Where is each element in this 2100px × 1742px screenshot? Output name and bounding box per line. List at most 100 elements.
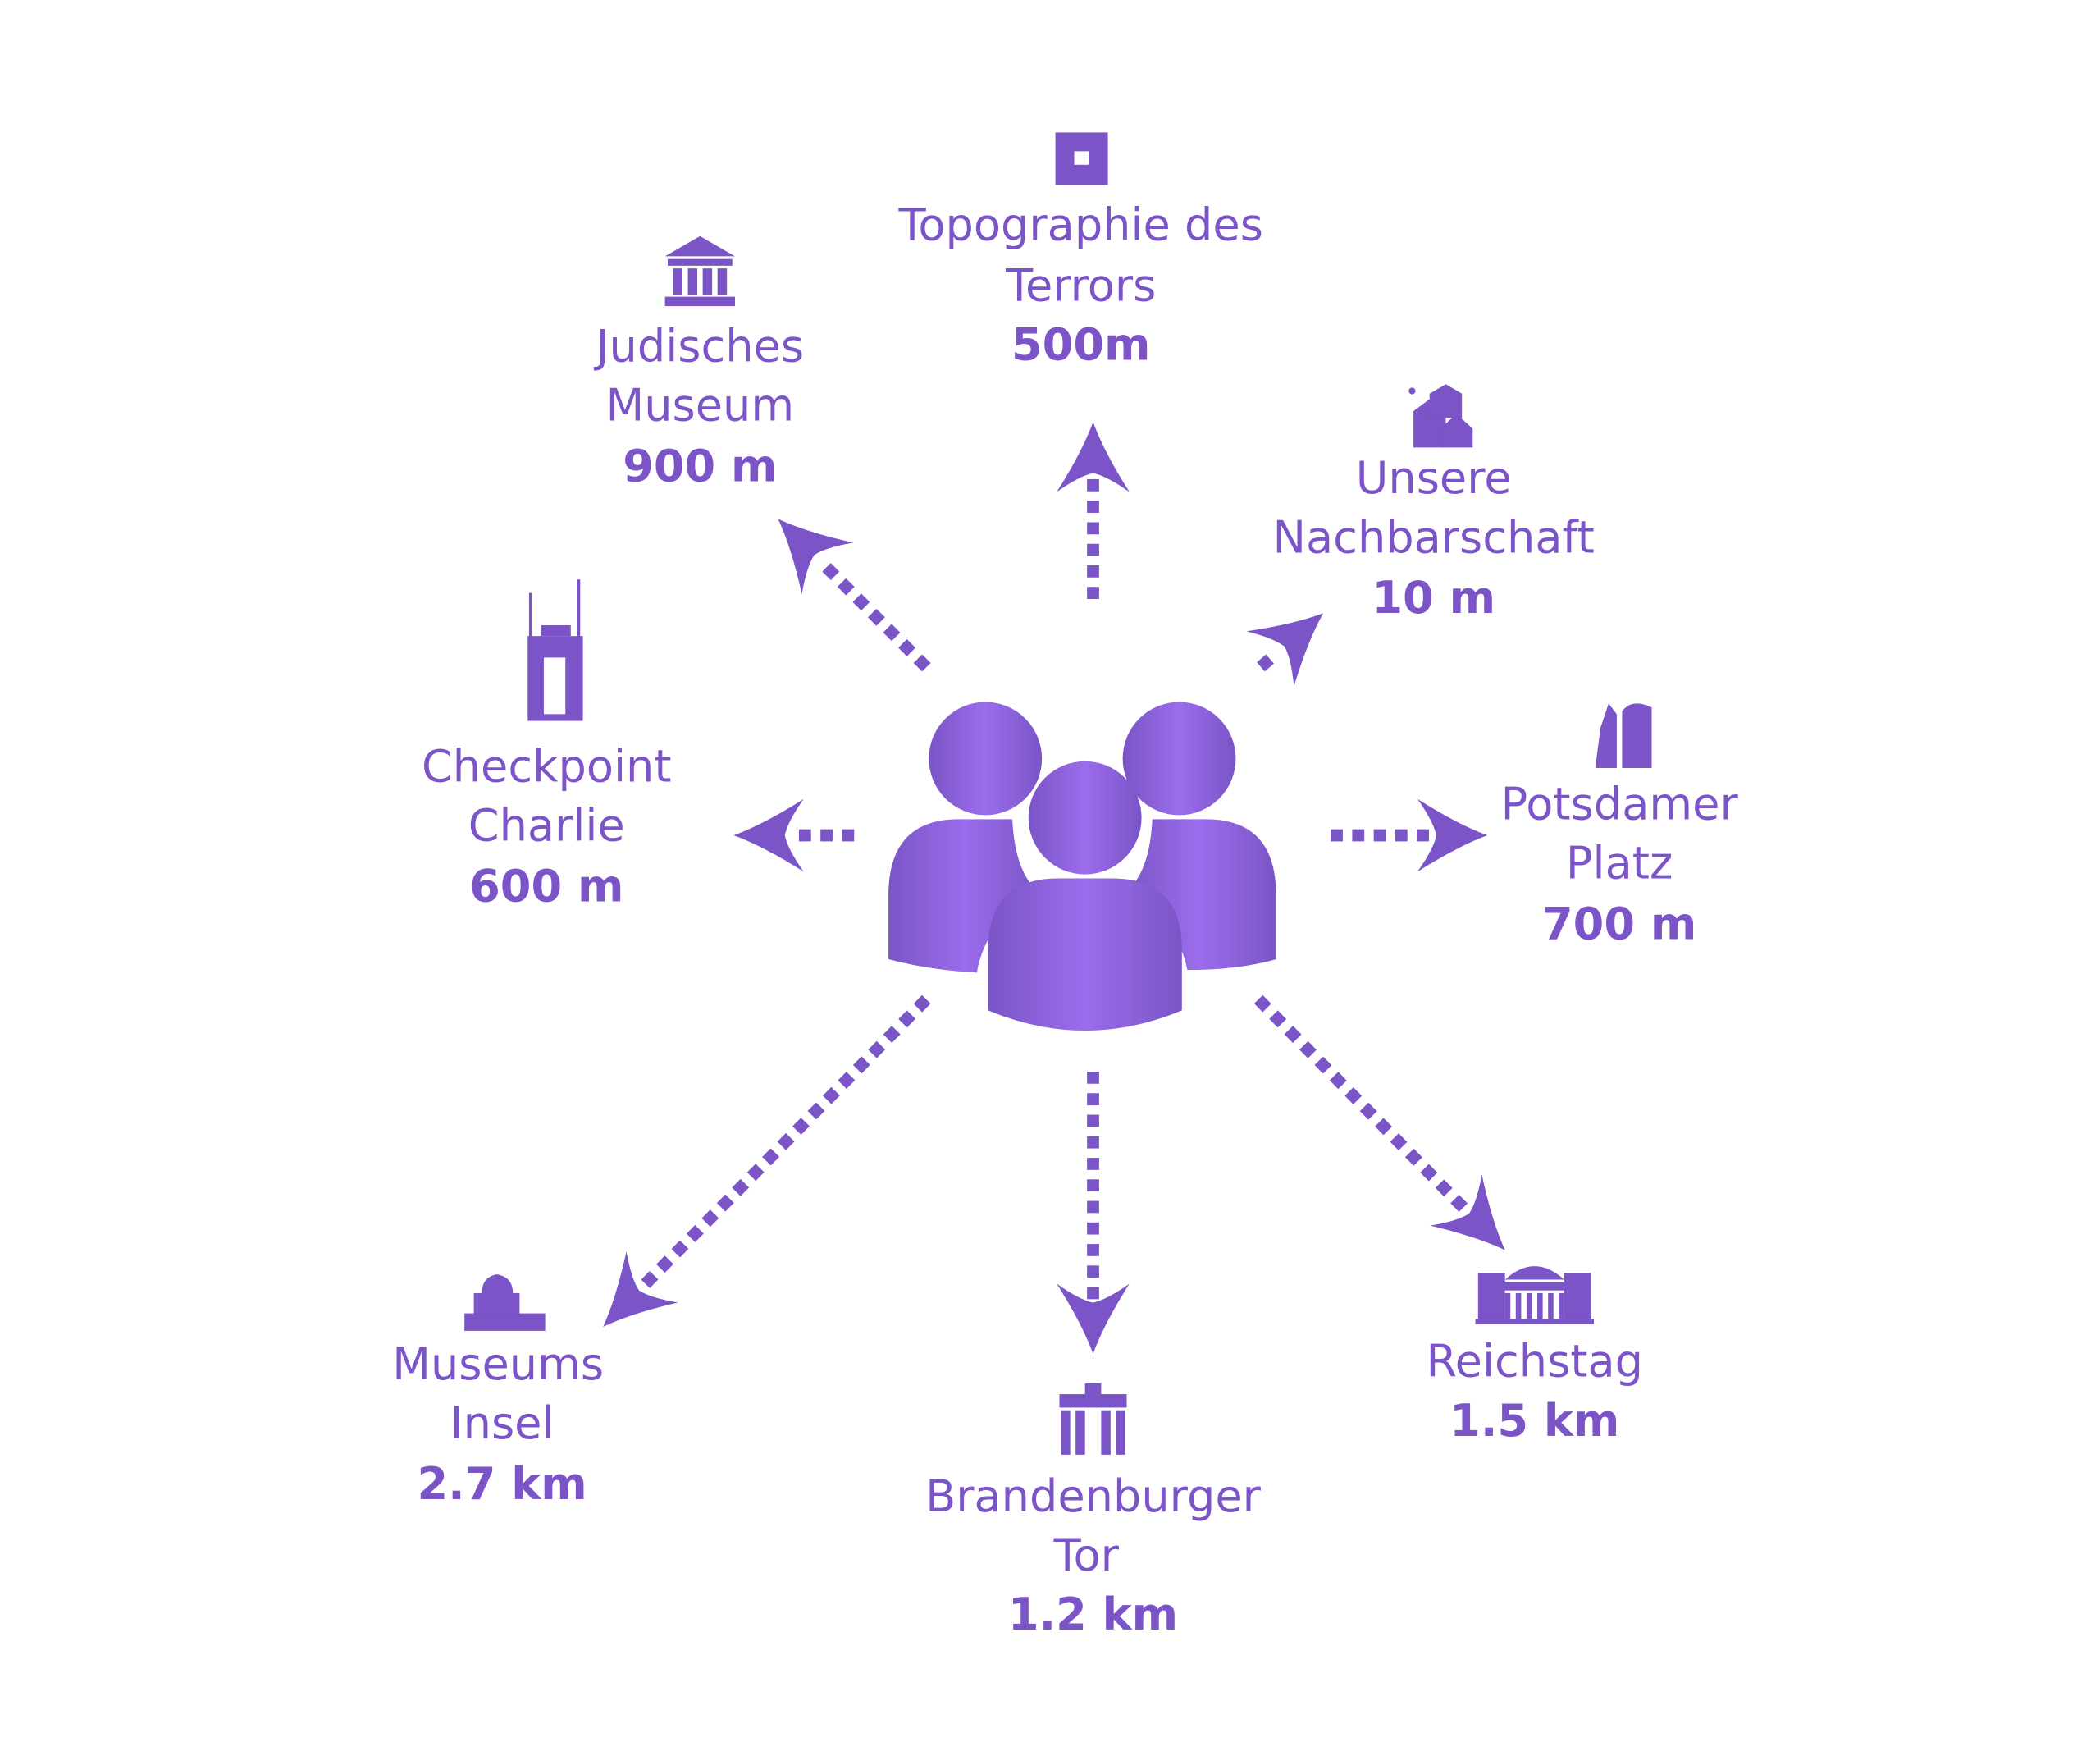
domed-museum-icon — [464, 1273, 546, 1331]
arrow-dot — [1395, 829, 1408, 842]
arrow-dot — [1087, 522, 1099, 535]
arrow-dot — [1087, 543, 1099, 556]
destination-name: Platz — [1566, 838, 1673, 889]
destination-distance: 1.2 km — [1008, 1589, 1178, 1640]
destination-name: Brandenburger — [925, 1470, 1262, 1522]
arrow-dot — [1253, 994, 1271, 1013]
destination-name: Museums — [392, 1338, 604, 1390]
arrow-dot — [1299, 1040, 1317, 1058]
destination-name: Insel — [450, 1397, 555, 1449]
arrow-to-nachbarschaft — [1246, 613, 1324, 687]
arrow-to-checkpoint — [733, 798, 855, 872]
destination-name: Tor — [1053, 1529, 1120, 1581]
arrow-dot — [867, 608, 885, 626]
arrow-dot — [820, 829, 833, 842]
arrowhead-icon — [1057, 422, 1130, 492]
arrow-dot — [1435, 1179, 1453, 1197]
destination-topographie: Topographie des Terrors 500m — [898, 199, 1263, 371]
arrow-to-reichstag — [1253, 994, 1505, 1250]
arrow-dot — [883, 1026, 901, 1043]
arrow-dot — [1087, 1244, 1099, 1256]
destination-brandenburger-tor: Brandenburger Tor 1.2 km — [925, 1470, 1262, 1640]
arrowhead-icon — [733, 798, 804, 872]
destination-name: Nachbarschaft — [1273, 511, 1595, 563]
arrow-dot — [1420, 1164, 1438, 1182]
destination-distance: 2.7 km — [418, 1458, 587, 1510]
arrow-dot — [1375, 1118, 1393, 1136]
arrow-dot — [1257, 654, 1274, 672]
arrow-dot — [822, 563, 840, 581]
arrow-dot — [1087, 501, 1099, 513]
arrow-dot — [913, 994, 931, 1013]
arrow-dot — [1314, 1056, 1332, 1074]
skyscrapers-icon — [1595, 703, 1652, 768]
arrow-dot — [732, 1178, 750, 1196]
arrow-dot — [1450, 1195, 1468, 1212]
arrow-to-museumsinsel — [603, 994, 931, 1327]
arrow-dot — [1331, 829, 1343, 842]
arrow-dot — [1087, 587, 1099, 600]
parliament-icon — [1475, 1266, 1594, 1324]
arrow-dot — [1344, 1087, 1363, 1104]
arrow-dot — [1359, 1102, 1377, 1120]
destination-judisches-museum: Judisches Museum 900 m — [594, 320, 804, 492]
arrow-dot — [822, 1086, 840, 1104]
destination-distance: 600 m — [469, 860, 623, 912]
arrow-dot — [1087, 1179, 1099, 1192]
arrow-dot — [762, 1148, 780, 1166]
houses-icon — [1408, 384, 1473, 448]
destination-nachbarschaft: Unsere Nachbarschaft 10 m — [1273, 452, 1595, 624]
arrow-dot — [852, 1056, 870, 1074]
destination-name: Museum — [606, 380, 795, 432]
arrow-dot — [798, 829, 811, 842]
arrow-dot — [807, 1102, 825, 1120]
destination-checkpoint-charlie: Checkpoint Charlie 600 m — [422, 740, 672, 912]
arrow-dot — [1284, 1026, 1302, 1044]
arrow-dot — [1087, 1222, 1099, 1235]
arrow-dot — [868, 1040, 886, 1058]
arrowhead-icon — [603, 1251, 678, 1327]
arrow-dot — [641, 1270, 659, 1288]
arrow-dot — [1087, 565, 1099, 578]
arrow-dot — [1329, 1072, 1347, 1090]
arrow-dot — [1404, 1148, 1422, 1166]
arrow-dot — [1269, 1010, 1287, 1028]
arrow-dot — [837, 578, 855, 596]
gate-icon — [1059, 1383, 1127, 1455]
arrow-to-topographie — [1057, 422, 1130, 600]
arrow-dot — [1087, 1265, 1099, 1278]
destination-distance: 1.5 km — [1449, 1395, 1619, 1447]
arrow-dot — [883, 624, 901, 642]
destination-distance: 500m — [1011, 319, 1150, 371]
arrow-dot — [1087, 1158, 1099, 1170]
destination-name: Reichstag — [1426, 1336, 1643, 1388]
arrow-dot — [898, 638, 915, 656]
arrow-dot — [686, 1224, 704, 1242]
arrow-dot — [1087, 1114, 1099, 1127]
arrow-dot — [1087, 1072, 1099, 1084]
arrow-dot — [1390, 1133, 1408, 1151]
arrow-dot — [777, 1132, 795, 1150]
museum-columns-icon — [664, 235, 735, 307]
arrow-dot — [792, 1118, 810, 1136]
destination-distance: 10 m — [1372, 572, 1495, 624]
arrow-dot — [1087, 1200, 1099, 1214]
arrow-dot — [838, 1072, 856, 1089]
arrow-to-potsdamer — [1331, 798, 1488, 872]
arrow-dot — [746, 1164, 765, 1182]
arrow-to-judisches — [778, 519, 931, 672]
arrow-dot — [913, 654, 931, 672]
destination-museumsinsel: Museums Insel 2.7 km — [392, 1338, 604, 1510]
arrow-to-brandenburger — [1057, 1072, 1130, 1354]
arrow-dot — [716, 1194, 734, 1212]
square-monument-icon — [1055, 132, 1108, 185]
arrow-dot — [1087, 1136, 1099, 1149]
destination-name: Checkpoint — [422, 740, 672, 792]
arrowhead-icon — [1246, 613, 1324, 687]
destination-name: Topographie des — [898, 199, 1263, 251]
destination-reichstag: Reichstag 1.5 km — [1426, 1336, 1643, 1447]
arrow-dot — [1352, 829, 1365, 842]
destination-name: Charlie — [468, 800, 625, 852]
arrow-dot — [671, 1240, 689, 1258]
